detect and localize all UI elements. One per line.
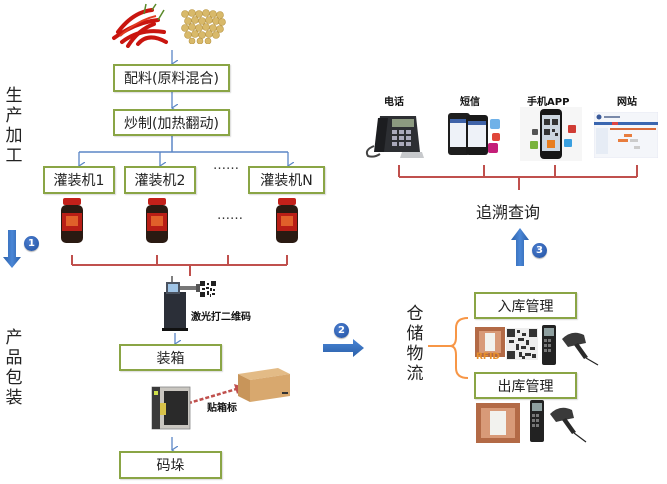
filler-machine-2-box: 灌装机2	[124, 166, 196, 194]
filler-ellipsis: ……	[213, 158, 239, 173]
stage-label-warehouse: 仓储物流	[406, 304, 424, 384]
telephone-icon	[365, 116, 424, 158]
step-boxing-box: 装箱	[119, 344, 222, 371]
channel-label-website: 网站	[617, 97, 637, 108]
jar-ellipsis: ……	[217, 208, 243, 223]
label-printer-image	[151, 386, 191, 430]
filler-machine-n-box: 灌装机N	[248, 166, 325, 194]
box-label-text: 贴箱标	[207, 403, 237, 414]
stage-label-packaging: 产品包装	[5, 328, 23, 408]
stage-label-production: 生产加工	[5, 86, 23, 166]
step-badge-1: 1	[24, 236, 39, 251]
cardboard-box-image	[238, 368, 290, 402]
trace-query-title: 追溯查询	[476, 203, 541, 222]
step-badge-3: 3	[532, 243, 547, 258]
step-mixing-box: 配料(原料混合)	[113, 64, 230, 92]
step-stacking-box: 码垛	[119, 451, 222, 479]
laser-marking-machine-image	[162, 276, 200, 331]
step-arrow-1	[3, 230, 21, 268]
outbound-management-box: 出库管理	[474, 372, 577, 399]
rfid-label: RFID	[476, 352, 500, 362]
chili-peppers-image	[112, 3, 168, 48]
step-frying-box: 炒制(加热翻动)	[113, 109, 230, 136]
qr-code-image	[200, 281, 216, 297]
soybeans-image	[180, 8, 226, 44]
laser-qr-label: 激光打二维码	[191, 312, 251, 323]
step-arrow-3	[511, 228, 529, 266]
sauce-jar-1-image	[61, 198, 83, 243]
channel-label-sms: 短信	[460, 97, 480, 108]
mobile-app-icon	[520, 107, 582, 161]
filler-machine-1-box: 灌装机1	[43, 166, 115, 194]
sauce-jar-n-image	[276, 198, 298, 243]
step-arrow-2	[323, 339, 364, 357]
rfid-tag-icon	[475, 327, 505, 357]
inbound-qr-code-icon	[506, 328, 538, 360]
channel-label-app: 手机APP	[527, 97, 570, 108]
trace-channels-bracket	[398, 165, 638, 190]
channel-label-phone: 电话	[384, 97, 404, 108]
outbound-rfid-tag-icon	[476, 403, 520, 443]
inbound-management-box: 入库管理	[474, 292, 577, 319]
sms-phones-icon	[448, 113, 500, 155]
website-screenshot-icon	[594, 112, 658, 158]
outbound-scanners-icon	[530, 400, 587, 443]
jars-merge-bracket	[71, 255, 288, 276]
sauce-jar-2-image	[146, 198, 168, 243]
step-badge-2: 2	[334, 323, 349, 338]
inbound-scanners-icon	[542, 325, 599, 366]
warehouse-bracket	[428, 317, 469, 379]
